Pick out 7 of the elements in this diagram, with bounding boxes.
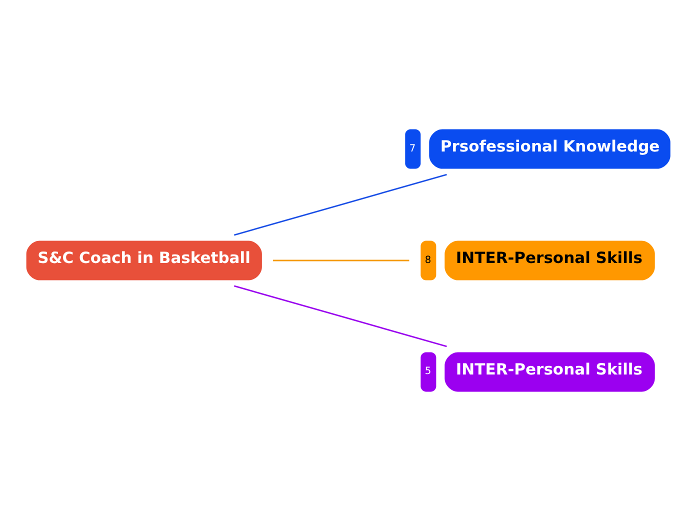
node-label: 7 — [409, 142, 416, 154]
connector — [273, 259, 410, 261]
connector — [234, 284, 447, 347]
node-box: S&C Coach in Basketball — [26, 240, 262, 280]
node-label: 8 — [424, 254, 432, 266]
connector — [234, 173, 447, 236]
node-label: 5 — [424, 366, 432, 377]
